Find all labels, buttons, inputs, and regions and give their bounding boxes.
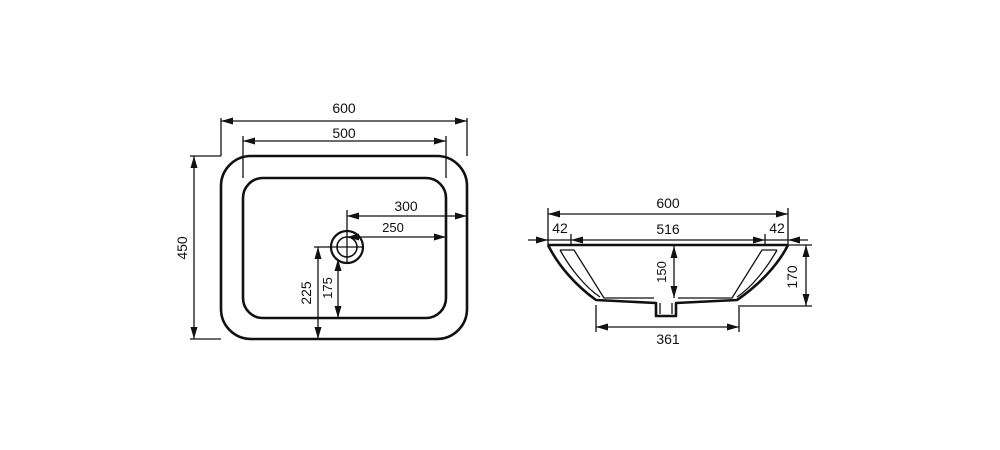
dim-top-drain-from-basin-front-label: 175 xyxy=(320,277,335,299)
dim-top-overall-width-label: 600 xyxy=(332,100,356,116)
top-view-basin-outline xyxy=(241,176,448,320)
dim-top-drain-to-edge: 300 xyxy=(346,198,467,231)
dim-side-basin-depth: 150 xyxy=(654,246,678,298)
dim-top-drain-to-edge-label: 300 xyxy=(394,198,418,214)
top-view-outer-outline xyxy=(219,154,469,341)
dim-side-basin-depth-label: 150 xyxy=(654,261,669,283)
dim-side-overall-height-label: 170 xyxy=(784,265,800,289)
side-view-outer-shell xyxy=(546,244,790,318)
dim-top-basin-width-label: 500 xyxy=(332,125,356,141)
dim-side-overall-height: 170 xyxy=(740,244,812,307)
dim-side-rim-right-label: 42 xyxy=(769,220,785,236)
dim-top-drain-from-basin-front: 175 xyxy=(320,259,342,318)
dim-top-overall-width: 600 xyxy=(220,100,468,156)
dim-top-overall-depth: 450 xyxy=(174,155,221,340)
dim-side-inner-width-label: 516 xyxy=(656,221,680,237)
dim-side-overall-width-label: 600 xyxy=(656,195,680,211)
dim-top-drain-to-basin-edge: 250 xyxy=(347,220,446,241)
dim-top-drain-from-front-label: 225 xyxy=(298,281,314,305)
side-view: 600 42 516 42 150 xyxy=(528,195,812,347)
dim-side-base-width: 361 xyxy=(595,305,740,347)
dim-side-overall-width: 600 xyxy=(547,195,789,245)
side-view-inner-right xyxy=(678,249,778,299)
dim-side-rim-row: 42 516 42 xyxy=(528,220,808,246)
dim-side-base-width-label: 361 xyxy=(656,331,680,347)
dim-top-drain-to-basin-edge-label: 250 xyxy=(382,220,404,235)
dim-top-drain-from-front: 225 xyxy=(298,246,331,339)
top-view: 600 500 450 300 xyxy=(174,100,469,341)
dim-top-overall-depth-label: 450 xyxy=(174,236,190,260)
dim-top-basin-width: 500 xyxy=(242,125,447,178)
side-view-inner-left xyxy=(559,249,654,299)
dim-side-rim-left-label: 42 xyxy=(552,220,568,236)
